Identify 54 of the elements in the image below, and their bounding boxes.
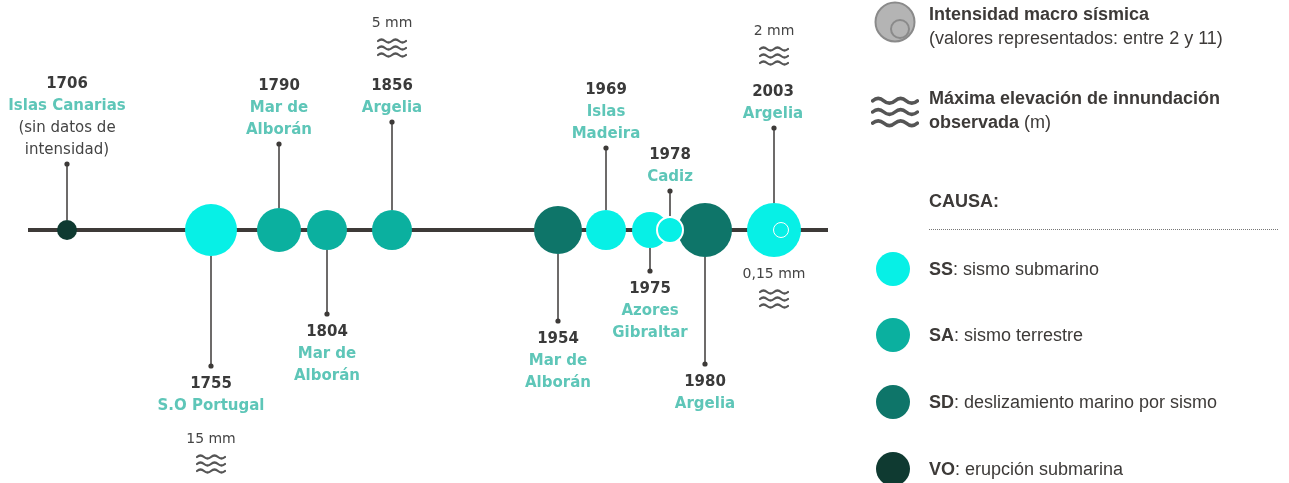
event-circle (307, 210, 347, 250)
measurement-label: 2 mm (752, 22, 796, 38)
year-label: 1975 (628, 278, 672, 299)
year-label: 1856 (370, 75, 414, 96)
place-label: Argelia (741, 103, 805, 124)
place-label: Mar de Alborán (524, 350, 592, 393)
leader-line (324, 249, 330, 317)
event-circle (586, 210, 626, 250)
leader-line (389, 119, 395, 211)
year-label: 1790 (257, 75, 301, 96)
year-label: 2003 (751, 81, 795, 102)
measurement-label: 15 mm (185, 430, 237, 446)
year-label: 1755 (189, 373, 233, 394)
legend-text: Intensidad macro sísmica (valores representados: entre 2 y 11) (929, 3, 1224, 50)
year-label: 1978 (648, 144, 692, 165)
place-label: Argelia (360, 97, 424, 118)
leader-line (64, 161, 70, 221)
leader-line (702, 256, 708, 367)
place-label: Azores Gibraltar (611, 300, 689, 343)
leader-line (276, 141, 282, 209)
leader-line (555, 253, 561, 324)
leader-line (667, 188, 673, 217)
event-circle (678, 203, 732, 257)
leader-line (208, 255, 214, 369)
place-label: Islas Madeira (570, 101, 642, 144)
event-circle (747, 203, 801, 257)
place-label: Mar de Alborán (293, 343, 361, 386)
legend-text: Máxima elevación de innundación observada (m) (929, 87, 1222, 134)
leader-line (771, 125, 777, 204)
event-circle (185, 204, 237, 256)
place-label: Argelia (673, 393, 737, 414)
event-circle (534, 206, 582, 254)
legend-heading: CAUSA: (929, 190, 999, 213)
leader-line (647, 247, 653, 274)
leader-line (603, 145, 609, 211)
year-label: 1706 (45, 73, 89, 94)
place-label: S.O Portugal (156, 395, 266, 416)
year-label: 1969 (584, 79, 628, 100)
year-label: 1954 (536, 328, 580, 349)
measurement-label: 0,15 mm (741, 265, 807, 281)
legend-text: SD: deslizamiento marino por sismo (929, 391, 1219, 414)
measurement-label: 5 mm (370, 14, 414, 30)
event-circle (372, 210, 412, 250)
year-label: 1804 (305, 321, 349, 342)
event-circle (57, 220, 77, 240)
place-label: Islas Canarias (7, 95, 127, 116)
year-label: 1980 (683, 371, 727, 392)
legend-text: SA: sismo terrestre (929, 324, 1085, 347)
place-label: Cadiz (646, 166, 694, 187)
legend-text: SS: sismo submarino (929, 258, 1101, 281)
place-label: Mar de Alborán (245, 97, 313, 140)
legend-text: VO: erupción submarina (929, 458, 1125, 481)
note-text: (sin datos de intensidad) (17, 117, 117, 160)
event-circle (257, 208, 301, 252)
